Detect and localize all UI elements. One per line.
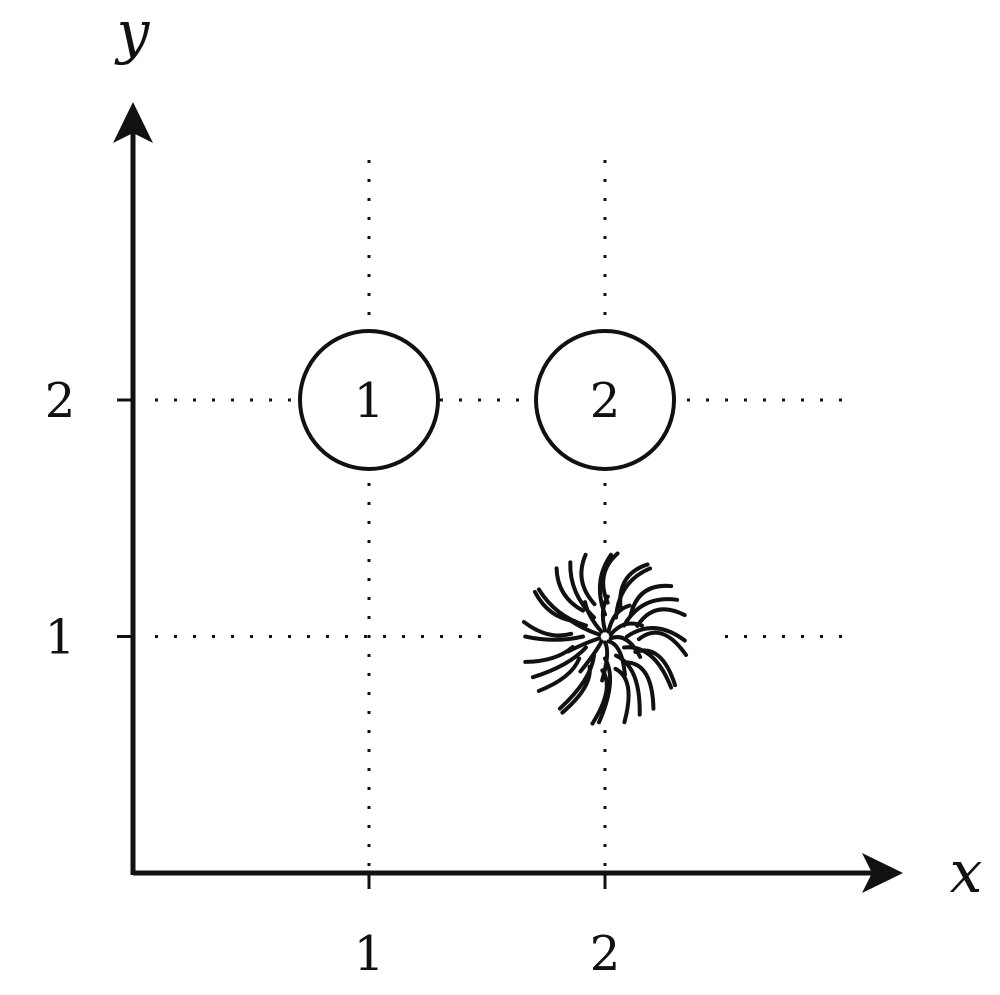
firework-icon: [490, 548, 720, 726]
x-tick-label: 2: [590, 926, 621, 982]
y-tick-label: 2: [45, 373, 76, 429]
node-label: 2: [590, 373, 621, 429]
firework-streak: [600, 594, 610, 633]
grid-lines: [155, 160, 848, 873]
firework-streak: [536, 587, 588, 628]
firework-streak: [628, 583, 674, 617]
firework-streak: [608, 635, 643, 659]
firework-streak: [530, 645, 588, 680]
firework-streak: [625, 626, 687, 643]
firework-streak: [536, 656, 582, 693]
firework-streak: [622, 597, 680, 628]
firework-streak: [625, 660, 656, 711]
firework-streak: [579, 552, 597, 607]
firework-streak: [578, 639, 604, 674]
firework-streak: [622, 645, 674, 690]
node-circle: [298, 329, 440, 471]
firework-streak: [523, 634, 585, 642]
firework-streak: [560, 664, 592, 715]
y-tick-label: 1: [45, 610, 76, 666]
x-axis-label: x: [950, 838, 983, 906]
firework-streak: [606, 603, 632, 634]
firework-streak: [618, 562, 650, 609]
firework-background: [490, 548, 720, 725]
firework-streak: [521, 619, 574, 638]
firework-streak: [557, 653, 596, 711]
node-label: 1: [354, 373, 385, 429]
y-axis-label: y: [114, 0, 151, 66]
firework-streak: [636, 630, 689, 658]
firework-streak: [606, 639, 627, 677]
firework-streak: [608, 621, 644, 637]
firework-streak: [633, 648, 678, 688]
firework-streak: [583, 600, 604, 634]
firework-streak: [613, 666, 631, 725]
node-circle: [534, 329, 676, 471]
firework-streak: [554, 566, 585, 613]
firework-streak: [635, 607, 687, 628]
firework-streak: [600, 640, 610, 683]
y-axis-arrow-icon: [113, 102, 153, 143]
firework-streak: [566, 636, 602, 654]
x-tick-label: 1: [354, 926, 385, 982]
x-axis-arrow-icon: [862, 853, 903, 893]
firework-streak: [567, 618, 602, 637]
